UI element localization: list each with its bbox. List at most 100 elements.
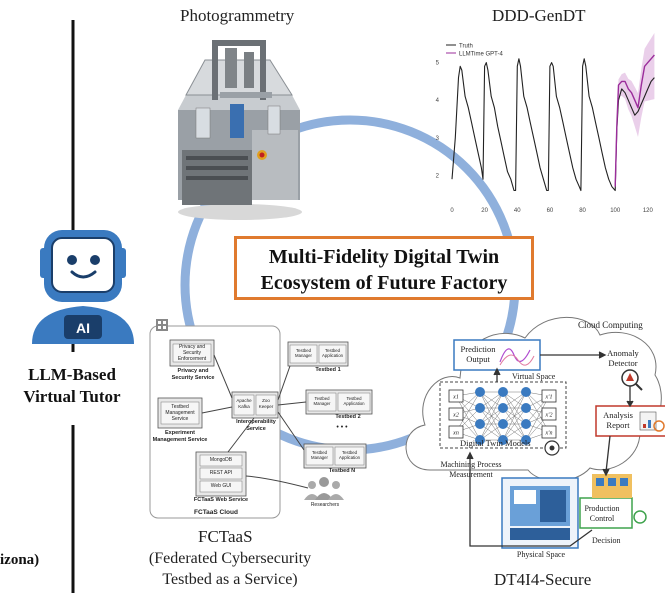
fctaas-cloud-label: FCTaaS Cloud (194, 509, 238, 516)
dt4i4-secure: x1 x2 xn x'1 x'2 x'n (405, 316, 665, 549)
nn-edge (502, 391, 527, 425)
physical-space-label: Physical Space (516, 550, 566, 559)
web-service-label: FCTaaS Web Service (193, 497, 249, 503)
x-tick-label: 120 (643, 208, 654, 214)
interop-label: Interoperability Service (236, 419, 276, 432)
dddgendt-caption: DDD-GenDT (492, 6, 586, 25)
testbedn-app: Testbed Application (338, 450, 361, 461)
analysis-report-label: Analysis Report (603, 410, 633, 430)
testbed1-app: Testbed Application (321, 348, 344, 359)
machining-label: Machining Process Measurement (440, 460, 502, 479)
hub-title-line2: Ecosystem of Future Factory (260, 272, 508, 294)
nn-edge (502, 407, 527, 441)
nn-io-node (448, 407, 464, 421)
nn-edge (502, 391, 527, 441)
webgui-text: Web GUI (210, 483, 232, 489)
testbedn-label: Testbed N (328, 468, 356, 474)
testbed2-manager: Testbed Manager (313, 396, 331, 407)
prediction-output-label: Prediction Output (460, 344, 496, 364)
nn-io-label: x2 (452, 413, 459, 419)
nn-hidden-node (475, 387, 485, 397)
series-llmtime-line (614, 54, 655, 187)
nn-hidden-node (521, 387, 531, 397)
legend-truth-label: Truth (459, 44, 473, 50)
y-tick-label: 4 (436, 98, 440, 104)
restapi-text: REST API (209, 470, 233, 476)
decision-label: Decision (592, 536, 621, 545)
virtual-space-label: Virtual Space (512, 372, 556, 381)
x-tick-label: 0 (450, 208, 454, 214)
digital-twin-models-label: Digital Twin Models (460, 438, 531, 448)
y-tick-label: 3 (436, 136, 440, 142)
nn-io-label: xn (452, 431, 459, 437)
nn-edge (479, 407, 504, 441)
nn-io-node (541, 389, 557, 403)
left-fragment-text: izona) (0, 552, 40, 568)
nn-edge (479, 391, 504, 425)
nn-hidden-node (475, 435, 485, 445)
mongodb-text: MongoDB (209, 457, 233, 463)
nn-io-node (448, 425, 464, 439)
production-control-label: Production Control (584, 504, 620, 523)
x-tick-label: 100 (610, 208, 621, 214)
cloud-computing-label: Cloud Computing (578, 320, 643, 330)
nn-edge (479, 391, 504, 441)
x-tick-label: 20 (481, 208, 488, 214)
dt4i4-caption: DT4I4-Secure (494, 570, 592, 589)
fctaas-caption: FCTaaS (198, 527, 253, 546)
privacy-box-text: Privacy and Security Enforcement (177, 344, 207, 362)
testbed2-app: Testbed Application (343, 396, 365, 407)
dddgendt-chart: 0 20 40 60 80 100 120 2 3 4 5 Truth LLMTime GPT-4 (436, 33, 655, 214)
zookeeper-text: Zoo Keeper (258, 398, 274, 409)
hub-title-line1: Multi-Fidelity Digital Twin (268, 246, 500, 268)
nn-hidden-node (521, 435, 531, 445)
nn-hidden-node (475, 419, 485, 429)
testbed1-label: Testbed 1 (315, 367, 341, 373)
legend-llmtime-label: LLMTime GPT-4 (459, 52, 503, 58)
nn-hidden-node (521, 403, 531, 413)
nn-hidden-node (498, 403, 508, 413)
nn-edge (525, 391, 550, 433)
privacy-label: Privacy and Security Service (171, 368, 215, 381)
photogrammetry-caption: Photogrammetry (180, 6, 295, 25)
testbed-dots: • • • (336, 424, 348, 431)
nn-hidden-node (498, 419, 508, 429)
forecast-uncertainty-band (615, 33, 655, 193)
tutor-label-line1: LLM-Based (28, 365, 116, 384)
testbed1-manager: Testbed Manager (295, 348, 312, 359)
nn-hidden-node (521, 419, 531, 429)
nn-edge (525, 395, 550, 441)
y-tick-label: 5 (436, 61, 440, 67)
tutor-ai-badge: AI (76, 320, 90, 336)
nn-hidden-node (475, 403, 485, 413)
tutor-label: LLM-Based Virtual Tutor (8, 364, 136, 408)
fctaas-subtitle: (Federated Cybersecurity Testbed as a Se… (120, 548, 340, 590)
nn-hidden-node (498, 435, 508, 445)
hub-title-box: Multi-Fidelity Digital Twin Ecosystem of… (234, 236, 534, 300)
experiment-label: Experiment Management Service (152, 430, 208, 443)
y-tick-label: 2 (436, 173, 440, 179)
x-tick-label: 80 (579, 208, 586, 214)
nn-io-label: x'2 (545, 413, 553, 419)
nn-io-label: x1 (452, 395, 459, 401)
x-tick-label: 40 (514, 208, 521, 214)
virtual-tutor-robot (32, 230, 134, 344)
fctaas-subtitle-line2: Testbed as a Service) (162, 571, 298, 588)
x-tick-label: 60 (547, 208, 554, 214)
nn-io-node (541, 407, 557, 421)
testbedn-manager: Testbed Manager (311, 450, 328, 461)
fctaas-architecture (149, 319, 373, 519)
anomaly-detector-label: Anomaly Detector (607, 348, 639, 368)
photogrammetry-machine (178, 40, 302, 220)
nn-io-label: x'n (545, 431, 553, 437)
nn-io-node (541, 425, 557, 439)
nn-edge (455, 395, 481, 441)
experiment-box-text: Testbed Management Service (165, 404, 195, 422)
nn-edge (455, 391, 481, 433)
testbed2-label: Testbed 2 (335, 414, 361, 420)
nn-hidden-node (498, 387, 508, 397)
nn-io-node (448, 389, 464, 403)
nn-io-label: x'1 (545, 395, 553, 401)
fctaas-subtitle-line1: (Federated Cybersecurity (148, 550, 312, 567)
